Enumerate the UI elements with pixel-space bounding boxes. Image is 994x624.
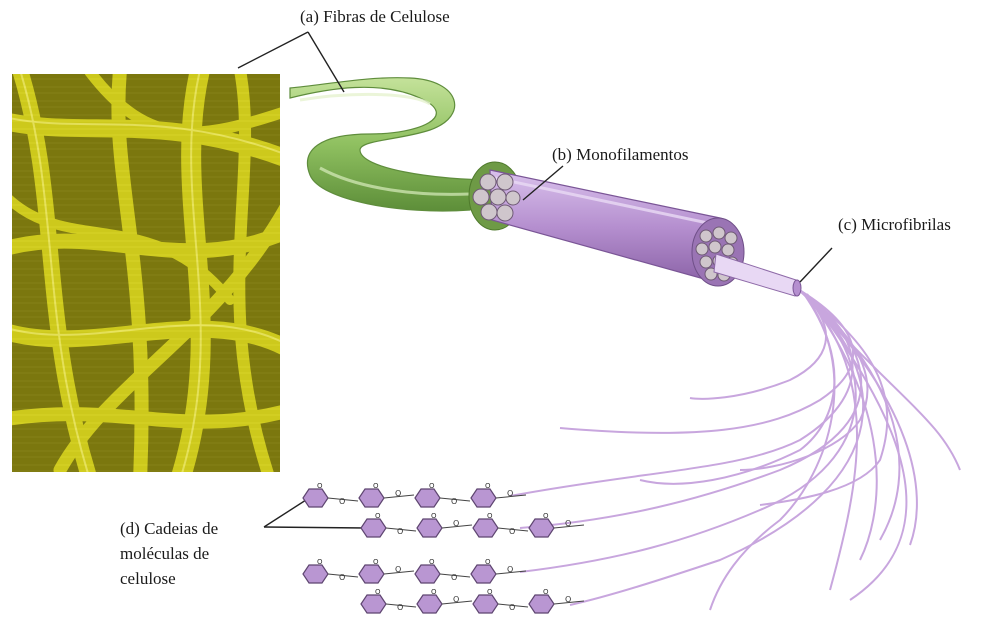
- oxygen-atom-label: O: [339, 573, 345, 582]
- label-cellulose-molecule-chains: (d) Cadeias de moléculas de celulose: [120, 516, 218, 591]
- oxygen-atom-label: O: [397, 527, 403, 536]
- ring-oxygen-label: O: [429, 482, 435, 490]
- molecule-chain: O O O O O O O O: [303, 482, 526, 507]
- molecule-chain: O O O O O O O O: [361, 588, 584, 613]
- ring-oxygen-label: O: [543, 588, 549, 596]
- ring-oxygen-label: O: [431, 512, 437, 520]
- ring-oxygen-label: O: [485, 482, 491, 490]
- glucose-ring: [529, 519, 554, 537]
- cellulose-molecule-chains: O O O O O O O O O O O O O O O O O O O O O O O O O O O O O O O O: [303, 482, 584, 613]
- molecule-chain: O O O O O O O O: [361, 512, 584, 537]
- oxygen-atom-label: O: [397, 603, 403, 612]
- microfibril-tube: [714, 254, 801, 296]
- leader-line-a2: [308, 32, 344, 92]
- leader-line-c: [800, 248, 832, 282]
- oxygen-atom-label: O: [507, 489, 513, 498]
- label-microfibrils: (c) Microfibrilas: [838, 214, 951, 236]
- glucose-ring: [417, 519, 442, 537]
- oxygen-atom-label: O: [451, 573, 457, 582]
- glucose-ring: [359, 489, 384, 507]
- glucose-ring: [361, 595, 386, 613]
- ring-oxygen-label: O: [487, 512, 493, 520]
- microfibril-strands: [510, 288, 960, 610]
- ring-oxygen-label: O: [543, 512, 549, 520]
- glucose-ring: [303, 489, 328, 507]
- oxygen-atom-label: O: [339, 497, 345, 506]
- leader-line-d2: [264, 527, 366, 528]
- ring-oxygen-label: O: [317, 558, 323, 566]
- oxygen-atom-label: O: [395, 489, 401, 498]
- monofilament-bundle: [473, 170, 744, 286]
- glucose-ring: [471, 489, 496, 507]
- label-monofilaments: (b) Monofilamentos: [552, 144, 688, 166]
- glucose-ring: [473, 595, 498, 613]
- ring-oxygen-label: O: [431, 588, 437, 596]
- label-d-line-2: moléculas de: [120, 541, 218, 566]
- ring-oxygen-label: O: [375, 588, 381, 596]
- ring-oxygen-label: O: [429, 558, 435, 566]
- ring-oxygen-label: O: [373, 558, 379, 566]
- ring-oxygen-label: O: [317, 482, 323, 490]
- glucose-ring: [359, 565, 384, 583]
- oxygen-atom-label: O: [509, 527, 515, 536]
- oxygen-atom-label: O: [395, 565, 401, 574]
- glucose-ring: [471, 565, 496, 583]
- cellulose-fiber-micrograph: [0, 70, 290, 480]
- label-d-line-3: celulose: [120, 566, 218, 591]
- oxygen-atom-label: O: [453, 595, 459, 604]
- oxygen-atom-label: O: [453, 519, 459, 528]
- label-cellulose-fibers: (a) Fibras de Celulose: [300, 6, 450, 28]
- ring-oxygen-label: O: [485, 558, 491, 566]
- molecule-chain: O O O O O O O O: [303, 558, 526, 583]
- leader-line-d1: [264, 500, 306, 527]
- glucose-ring: [361, 519, 386, 537]
- glucose-ring: [415, 565, 440, 583]
- oxygen-atom-label: O: [565, 595, 571, 604]
- ring-oxygen-label: O: [373, 482, 379, 490]
- oxygen-atom-label: O: [451, 497, 457, 506]
- leader-line-a1: [238, 32, 308, 68]
- glucose-ring: [303, 565, 328, 583]
- ring-oxygen-label: O: [487, 588, 493, 596]
- ring-oxygen-label: O: [375, 512, 381, 520]
- oxygen-atom-label: O: [507, 565, 513, 574]
- glucose-ring: [529, 595, 554, 613]
- glucose-ring: [415, 489, 440, 507]
- oxygen-atom-label: O: [565, 519, 571, 528]
- oxygen-atom-label: O: [509, 603, 515, 612]
- label-d-line-1: (d) Cadeias de: [120, 516, 218, 541]
- glucose-ring: [417, 595, 442, 613]
- glucose-ring: [473, 519, 498, 537]
